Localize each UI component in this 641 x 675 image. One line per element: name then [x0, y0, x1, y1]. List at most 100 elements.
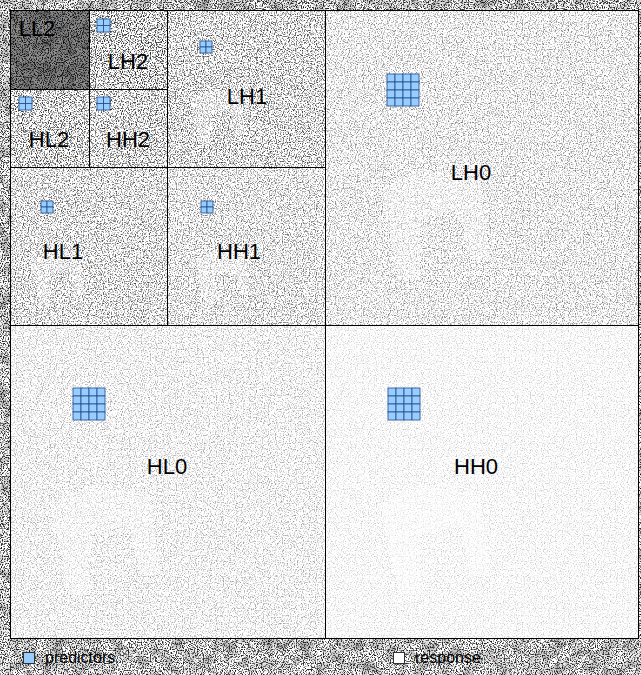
- predictor-cell: [395, 90, 403, 98]
- legend-label: predictors: [45, 649, 115, 667]
- predictor-cell: [41, 201, 47, 207]
- subject-silhouette: [380, 170, 490, 280]
- predictor-cell: [404, 388, 412, 396]
- subband-box: LH0: [325, 10, 639, 326]
- subband-ground: [325, 325, 638, 638]
- subband-box: HL0: [10, 325, 326, 639]
- coefficient-grounds: [10, 10, 638, 638]
- approximation-image: [10, 10, 89, 89]
- subject-silhouette: [380, 485, 490, 595]
- subband-ground: [325, 10, 638, 325]
- predictor-cell: [387, 98, 395, 106]
- subband-box: LL2: [10, 10, 90, 90]
- predictor-cell: [403, 90, 411, 98]
- predictor-cell: [396, 412, 404, 420]
- predictor-cell: [89, 404, 97, 412]
- subband-label: LH1: [227, 86, 267, 108]
- predictor-cell: [97, 97, 104, 104]
- predictor-cell: [97, 19, 104, 26]
- subband-texture: [89, 10, 167, 89]
- subband-box: HH0: [325, 325, 639, 639]
- coefficient-speckle: [10, 167, 167, 325]
- predictor-cell: [73, 388, 81, 396]
- predictor-cell: [387, 90, 395, 98]
- predictor-cell: [73, 412, 81, 420]
- predictor-cell: [104, 97, 111, 104]
- subband-label: LH0: [451, 162, 491, 184]
- predictor-cell: [89, 388, 97, 396]
- subband-label: HH1: [217, 241, 261, 263]
- subband-ground: [10, 325, 325, 638]
- predictor-grid: [388, 388, 420, 420]
- subband-texture: [10, 167, 167, 325]
- subband-box: HH2: [89, 89, 168, 168]
- predictor-cell: [412, 396, 420, 404]
- predictor-cell: [412, 412, 420, 420]
- predictor-cell: [403, 82, 411, 90]
- subband-ground: [89, 10, 167, 89]
- predictor-cell: [395, 74, 403, 82]
- predictor-cell: [73, 396, 81, 404]
- predictor-cell: [97, 396, 105, 404]
- predictor-cell: [89, 396, 97, 404]
- subband-ground: [167, 167, 325, 325]
- predictor-cell: [97, 104, 104, 111]
- subband-label: HH0: [454, 456, 498, 478]
- coefficient-speckle: [167, 167, 325, 325]
- predictor-cell: [201, 207, 207, 213]
- subband-texture: [325, 10, 638, 325]
- predictor-cell: [104, 26, 111, 33]
- predictor-cell: [388, 388, 396, 396]
- subband-texture: [167, 167, 325, 325]
- subband-box: HH1: [167, 167, 326, 326]
- coefficient-speckle: [325, 10, 638, 325]
- predictor-cell: [404, 412, 412, 420]
- predictor-cell: [412, 388, 420, 396]
- predictor-cell: [412, 404, 420, 412]
- predictor-cell: [81, 396, 89, 404]
- subject-silhouette: [50, 485, 160, 595]
- predictor-cell: [206, 41, 212, 47]
- predictor-grid: [387, 74, 419, 106]
- subband-box: LH2: [89, 10, 168, 90]
- predictor-cell: [97, 404, 105, 412]
- coefficient-speckle: [10, 325, 325, 638]
- predictor-cell: [89, 412, 97, 420]
- predictor-cell: [47, 201, 53, 207]
- subband-texture: [167, 10, 325, 167]
- predictor-grid: [200, 41, 212, 53]
- predictor-cell: [200, 41, 206, 47]
- predictor-cell: [81, 412, 89, 420]
- predictor-cell: [206, 47, 212, 53]
- predictor-grid: [201, 201, 213, 213]
- coefficient-speckle: [89, 10, 167, 89]
- predictor-grid: [19, 97, 32, 110]
- predictor-cell: [201, 201, 207, 207]
- coefficient-speckle: [325, 325, 638, 638]
- predictor-cell: [26, 104, 33, 111]
- subband-texture: [325, 325, 638, 638]
- legend-label: response: [415, 649, 481, 667]
- subband-label: HL1: [43, 241, 83, 263]
- subband-label: HL0: [147, 456, 187, 478]
- subband-texture: [10, 10, 89, 89]
- predictor-grid: [73, 388, 105, 420]
- predictor-cell: [395, 98, 403, 106]
- predictor-cell: [388, 396, 396, 404]
- predictor-cell: [26, 97, 33, 104]
- predictor-cell: [388, 404, 396, 412]
- subband-texture: [89, 89, 167, 167]
- coefficient-speckle: [167, 10, 325, 167]
- predictor-cell: [388, 412, 396, 420]
- subband-label: LL2: [19, 18, 56, 40]
- legend-entry: response: [393, 648, 481, 668]
- predictor-cell: [104, 19, 111, 26]
- predictor-cell: [19, 104, 26, 111]
- predictor-cell: [73, 404, 81, 412]
- predictor-cell: [19, 97, 26, 104]
- predictor-cell: [396, 404, 404, 412]
- predictor-cell: [403, 74, 411, 82]
- predictor-cell: [207, 207, 213, 213]
- subband-box: HL2: [10, 89, 90, 168]
- predictor-cell: [395, 82, 403, 90]
